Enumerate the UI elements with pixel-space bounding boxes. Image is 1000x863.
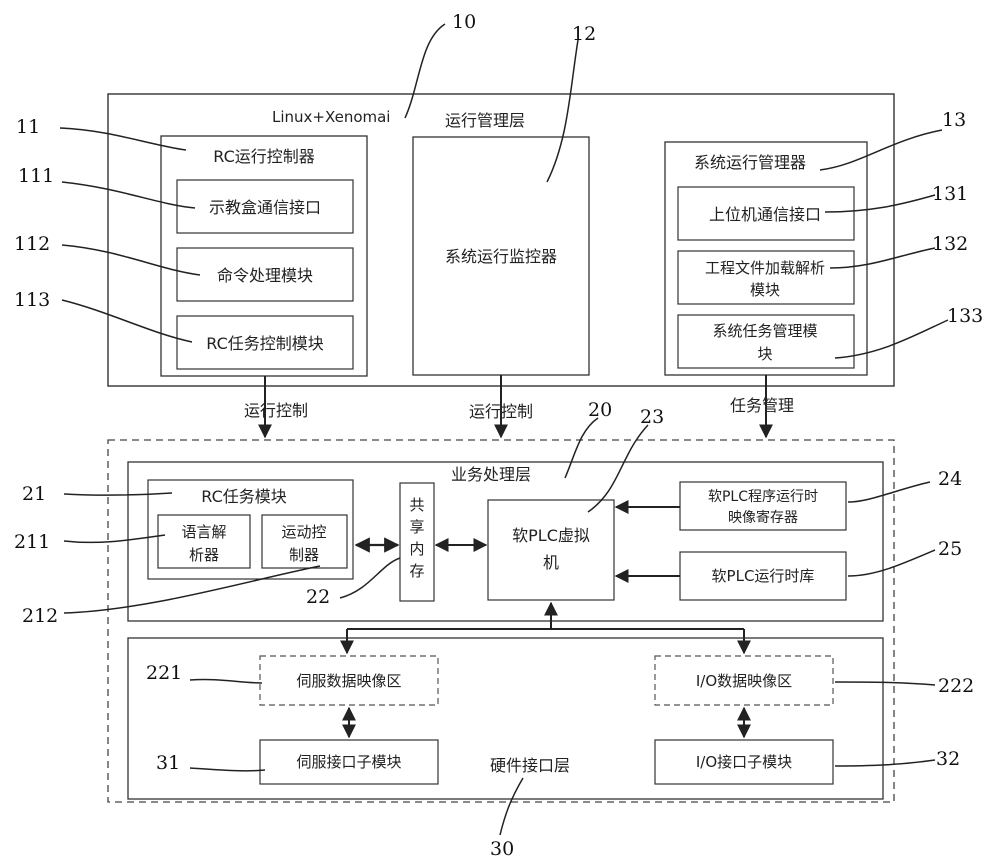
leader-23: [588, 425, 648, 512]
system-task-management-line2: 块: [757, 345, 772, 363]
flow-label-left: 运行控制: [244, 401, 308, 420]
plc-image-register-line2: 映像寄存器: [728, 509, 798, 526]
plc-image-register-line1: 软PLC程序运行时: [708, 489, 818, 505]
ref-12: 12: [572, 23, 596, 45]
shared-memory-char-3: 内: [409, 540, 424, 558]
hardware-interface-layer-title: 硬件接口层: [490, 756, 570, 775]
soft-plc-vm-box: [488, 500, 614, 600]
business-processing-layer-title: 业务处理层: [451, 465, 531, 484]
io-data-image: I/O数据映像区: [696, 672, 792, 690]
business-processing-layer: [128, 462, 883, 621]
soft-plc-vm-line1: 软PLC虚拟: [512, 526, 590, 545]
io-interface-submodule: I/O接口子模块: [696, 753, 792, 771]
project-file-parser-line1: 工程文件加载解析: [705, 259, 825, 277]
leader-21: [64, 493, 172, 495]
servo-interface-submodule: 伺服接口子模块: [296, 753, 401, 771]
ref-112: 112: [14, 233, 50, 255]
flow-label-right: 任务管理: [730, 396, 794, 415]
ref-30: 30: [490, 838, 514, 860]
rc-runtime-controller-title: RC运行控制器: [213, 147, 315, 166]
leader-222: [835, 682, 935, 685]
leader-31: [190, 768, 265, 771]
ref-24: 24: [938, 468, 962, 490]
ref-132: 132: [932, 233, 968, 255]
leader-221: [190, 680, 262, 683]
leader-133: [835, 320, 948, 358]
shared-memory-char-2: 享: [409, 518, 424, 536]
ref-13: 13: [942, 109, 966, 131]
system-runtime-manager-title: 系统运行管理器: [694, 153, 806, 172]
leader-112: [62, 245, 200, 275]
motion-controller-line2: 制器: [289, 546, 319, 564]
runtime-management-layer-title: 运行管理层: [445, 111, 525, 130]
leader-lines: [60, 24, 948, 835]
ref-221: 221: [146, 662, 182, 684]
language-parser-line2: 析器: [189, 546, 219, 564]
ref-211: 211: [14, 531, 50, 553]
ref-22: 22: [306, 586, 330, 608]
language-parser-line1: 语言解: [181, 523, 226, 541]
leader-10: [405, 24, 445, 118]
ref-25: 25: [938, 538, 962, 560]
ref-131: 131: [932, 183, 968, 205]
ref-11: 11: [16, 116, 40, 138]
leader-30: [500, 778, 523, 835]
project-file-parser-line2: 模块: [750, 281, 780, 299]
flow-label-middle: 运行控制: [469, 402, 533, 421]
leader-32: [835, 760, 935, 766]
servo-data-image: 伺服数据映像区: [296, 672, 401, 690]
ref-21: 21: [22, 483, 46, 505]
ref-111: 111: [18, 165, 54, 187]
os-label: Linux+Xenomai: [272, 108, 390, 126]
ref-10: 10: [452, 11, 476, 33]
leader-24: [848, 482, 930, 502]
leader-111: [62, 182, 195, 208]
plc-runtime-library: 软PLC运行时库: [712, 567, 815, 585]
leader-211: [64, 535, 165, 542]
ref-133: 133: [947, 305, 983, 327]
soft-plc-vm-line2: 机: [543, 553, 559, 572]
leader-131: [825, 195, 935, 212]
host-communication-interface: 上位机通信接口: [709, 205, 821, 224]
leader-25: [848, 550, 935, 576]
system-runtime-monitor-title: 系统运行监控器: [445, 247, 557, 266]
command-processing-module: 命令处理模块: [217, 266, 313, 285]
leader-212: [64, 566, 320, 613]
ref-212: 212: [22, 605, 58, 627]
leader-113: [62, 300, 192, 342]
leader-22: [340, 558, 400, 598]
ref-222: 222: [938, 675, 974, 697]
ref-20: 20: [588, 399, 612, 421]
ref-32: 32: [936, 748, 960, 770]
leader-12: [547, 40, 578, 182]
leader-20: [565, 418, 598, 478]
ref-113: 113: [14, 289, 50, 311]
teach-pendant-interface: 示教盒通信接口: [209, 198, 321, 217]
rc-task-control-module: RC任务控制模块: [206, 334, 324, 353]
ref-23: 23: [640, 406, 664, 428]
system-task-management-line1: 系统任务管理模: [712, 322, 817, 340]
leader-11: [60, 128, 186, 150]
motion-controller-line1: 运动控: [281, 523, 326, 541]
ref-31: 31: [156, 752, 180, 774]
shared-memory-char-1: 共: [409, 496, 424, 514]
leader-13: [820, 130, 942, 170]
shared-memory-char-4: 存: [409, 562, 424, 580]
rc-task-module-title: RC任务模块: [201, 487, 287, 506]
